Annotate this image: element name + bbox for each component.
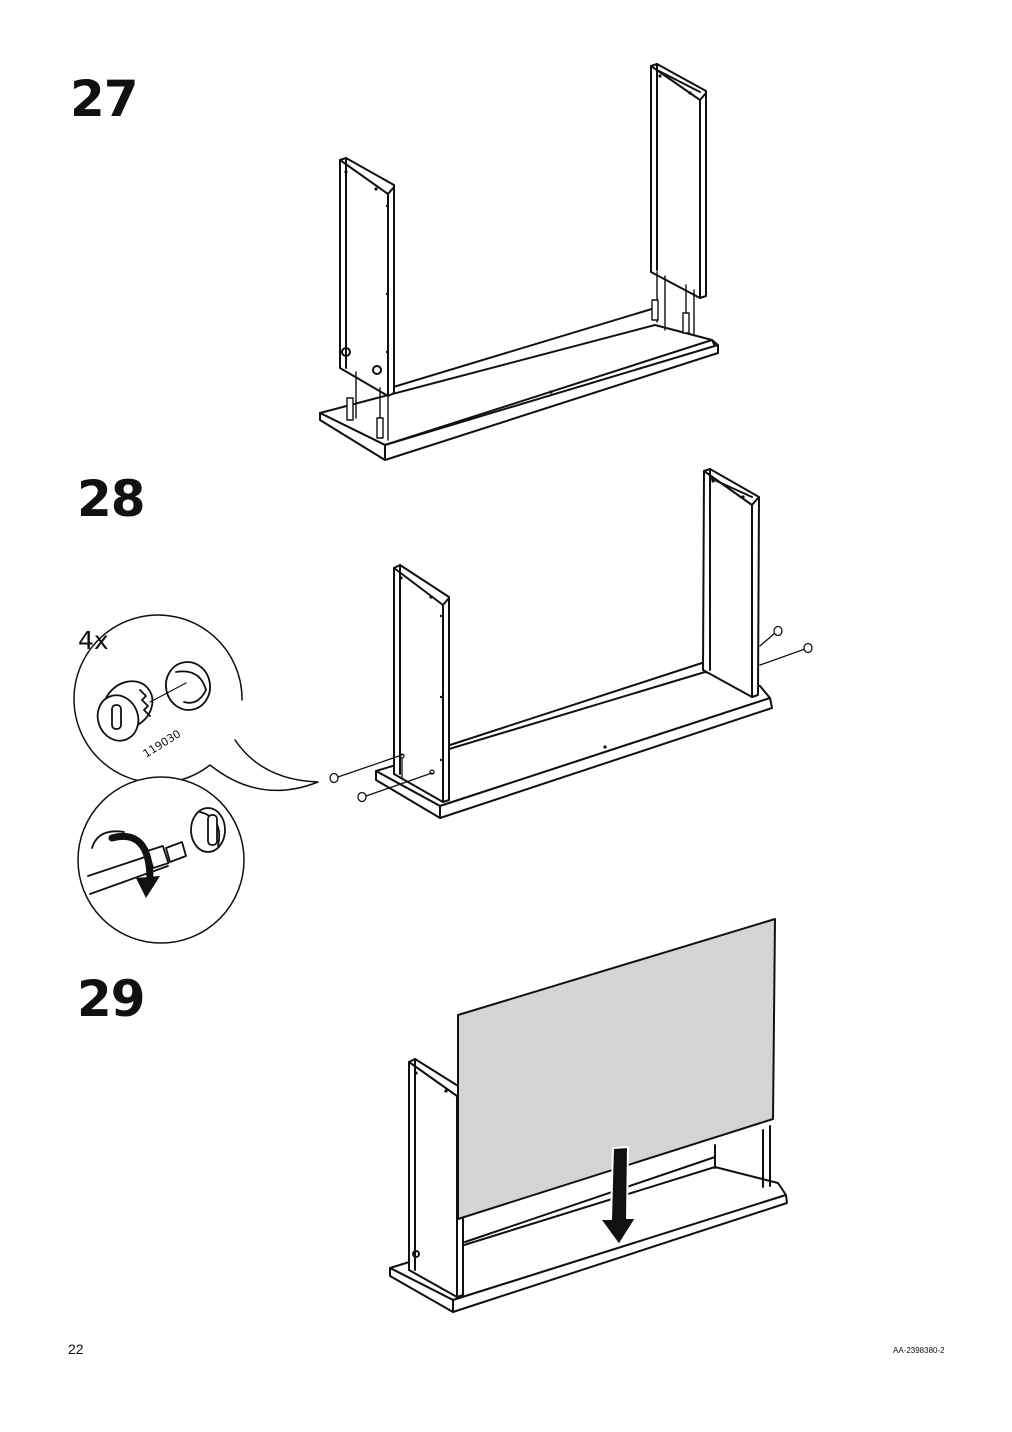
screwdriver-icon (87, 807, 226, 895)
right-side-panel (702, 468, 760, 698)
step-number-29: 29 (77, 970, 146, 1028)
rotate-arrow-icon (108, 833, 160, 898)
left-side-panel (339, 157, 395, 397)
document-code: AA-2398380-2 (893, 1346, 945, 1355)
right-side-panel (714, 1125, 771, 1188)
right-dowels (651, 271, 695, 335)
left-dowels (346, 371, 389, 441)
left-side-panel (393, 564, 450, 803)
base-board (375, 661, 773, 819)
callout-bubble-cam-lock (73, 614, 319, 792)
step-27-illustration (319, 63, 719, 461)
push-down-arrow-icon (599, 1146, 637, 1246)
step-number-27: 27 (70, 70, 139, 128)
left-side-panel (408, 1058, 464, 1298)
back-panel (457, 918, 776, 1220)
step-28-illustration (73, 468, 813, 944)
cam-lock-icon (96, 661, 211, 742)
page-number: 22 (68, 1341, 84, 1357)
step-29-illustration (389, 918, 788, 1313)
callout-quantity: 4x (78, 626, 109, 655)
cam-lock-fittings (329, 625, 813, 803)
right-side-panel (650, 63, 707, 299)
base-board (389, 1156, 788, 1313)
base-board (319, 307, 719, 461)
step-number-28: 28 (77, 470, 146, 528)
callout-bubble-screwdriver (77, 776, 245, 944)
